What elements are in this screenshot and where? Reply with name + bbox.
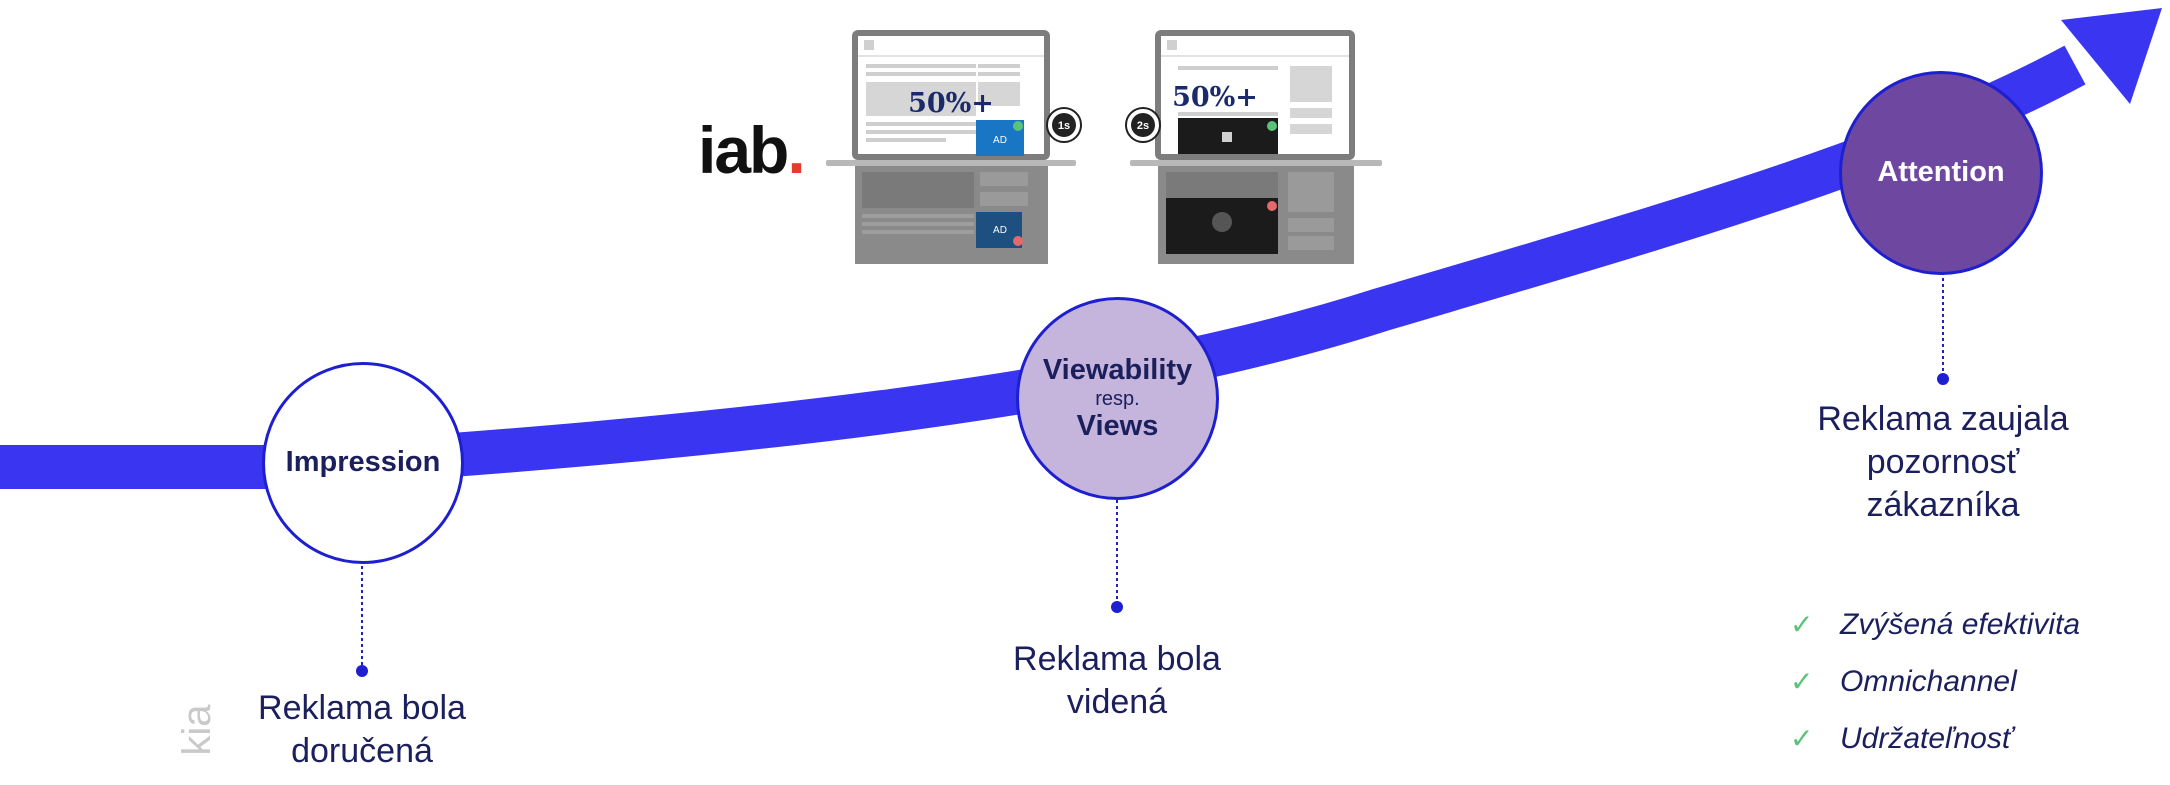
progress-arrow-head [2061, 8, 2162, 104]
impression-description-line: Reklama bola [258, 689, 466, 727]
viewability-description-line: Reklama bola [1013, 640, 1221, 678]
check-icon: ✓ [1790, 666, 1814, 697]
video-timer-label: 2s [1137, 120, 1149, 132]
benefit-text: Zvýšená efektivita [1840, 607, 2081, 641]
display-ad-label-lower: AD [993, 225, 1007, 236]
attention-title: Attention [1877, 156, 2005, 189]
attention-description-line: pozornosť [1866, 442, 2020, 481]
viewability-description-line: videná [1066, 682, 1168, 721]
viewability-subtitle: Views [1076, 409, 1159, 442]
viewability-circle: Viewability resp. Views [1016, 297, 1219, 500]
attention-description-line: Reklama zaujala [1817, 400, 2069, 438]
check-icon: ✓ [1790, 609, 1814, 640]
impression-description: Reklama bola doručená [222, 687, 502, 773]
benefits-list: ✓ Zvýšená efektivita ✓ Omnichannel ✓ Udr… [1790, 596, 2080, 767]
benefit-item: ✓ Udržateľnosť [1790, 710, 2080, 767]
benefit-text: Udržateľnosť [1840, 721, 2013, 755]
benefit-text: Omnichannel [1840, 664, 2017, 698]
iab-logo-text: iab [698, 113, 789, 187]
benefit-item: ✓ Zvýšená efektivita [1790, 596, 2080, 653]
display-timer-label: 1s [1058, 120, 1070, 132]
viewability-connector-dot [1111, 601, 1123, 613]
attention-connector-dot [1937, 373, 1949, 385]
impression-description-line: doručená [291, 731, 433, 770]
attention-circle: Attention [1839, 71, 2043, 275]
iab-logo-dot: . [787, 113, 805, 187]
video-viewability-illustration: 50%+ 2s [1125, 30, 1382, 264]
display-percent-label: 50%+ [908, 88, 994, 119]
display-ad-label: AD [993, 135, 1007, 146]
impression-circle: Impression [262, 362, 464, 564]
viewability-connector-word: resp. [1095, 387, 1140, 410]
viewability-description: Reklama bola videná [977, 638, 1257, 724]
benefit-item: ✓ Omnichannel [1790, 653, 2080, 710]
check-icon: ✓ [1790, 723, 1814, 754]
video-percent-label: 50%+ [1172, 82, 1258, 113]
impression-connector-dot [356, 665, 368, 677]
attention-description: Reklama zaujala pozornosť zákazníka [1783, 398, 2103, 526]
attention-description-line: zákazníka [1866, 485, 2020, 524]
display-viewability-illustration: AD 50%+ AD 1s [826, 30, 1082, 264]
impression-title: Impression [285, 446, 441, 479]
iab-logo: iab. [698, 112, 806, 188]
viewability-title: Viewability [1042, 354, 1193, 387]
